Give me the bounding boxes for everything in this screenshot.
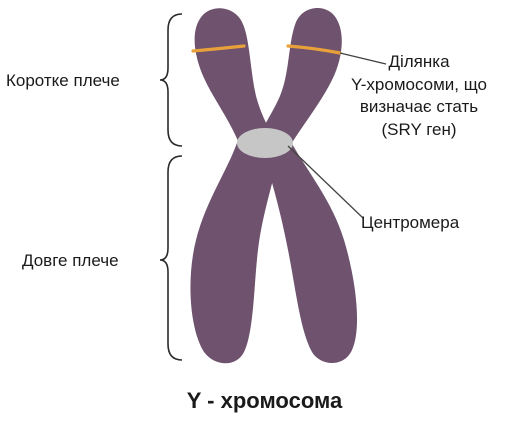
long-arm-bracket [160,156,182,360]
short-arm-bracket [160,14,182,146]
sry-label-line-2: Y-хромосоми, що [330,74,508,97]
sry-label-line-4: (SRY ген) [330,119,508,142]
sry-region-label: Ділянка Y-хромосоми, що визначає стать (… [330,51,508,141]
diagram-title: Y - хромосома [0,388,529,414]
centromere-label: Центромера [361,212,459,234]
long-arm-label: Довге плече [22,250,119,272]
sry-label-line-3: визначає стать [330,96,508,119]
chromosome-short-arm-left [195,8,276,146]
chromosome-short-arm-right [256,8,342,146]
sry-label-line-1: Ділянка [330,51,508,74]
short-arm-label: Коротке плече [6,70,120,92]
chromosome-long-arm-left [190,140,280,363]
chromosome-long-arm-right [262,140,357,363]
centromere [237,128,293,158]
